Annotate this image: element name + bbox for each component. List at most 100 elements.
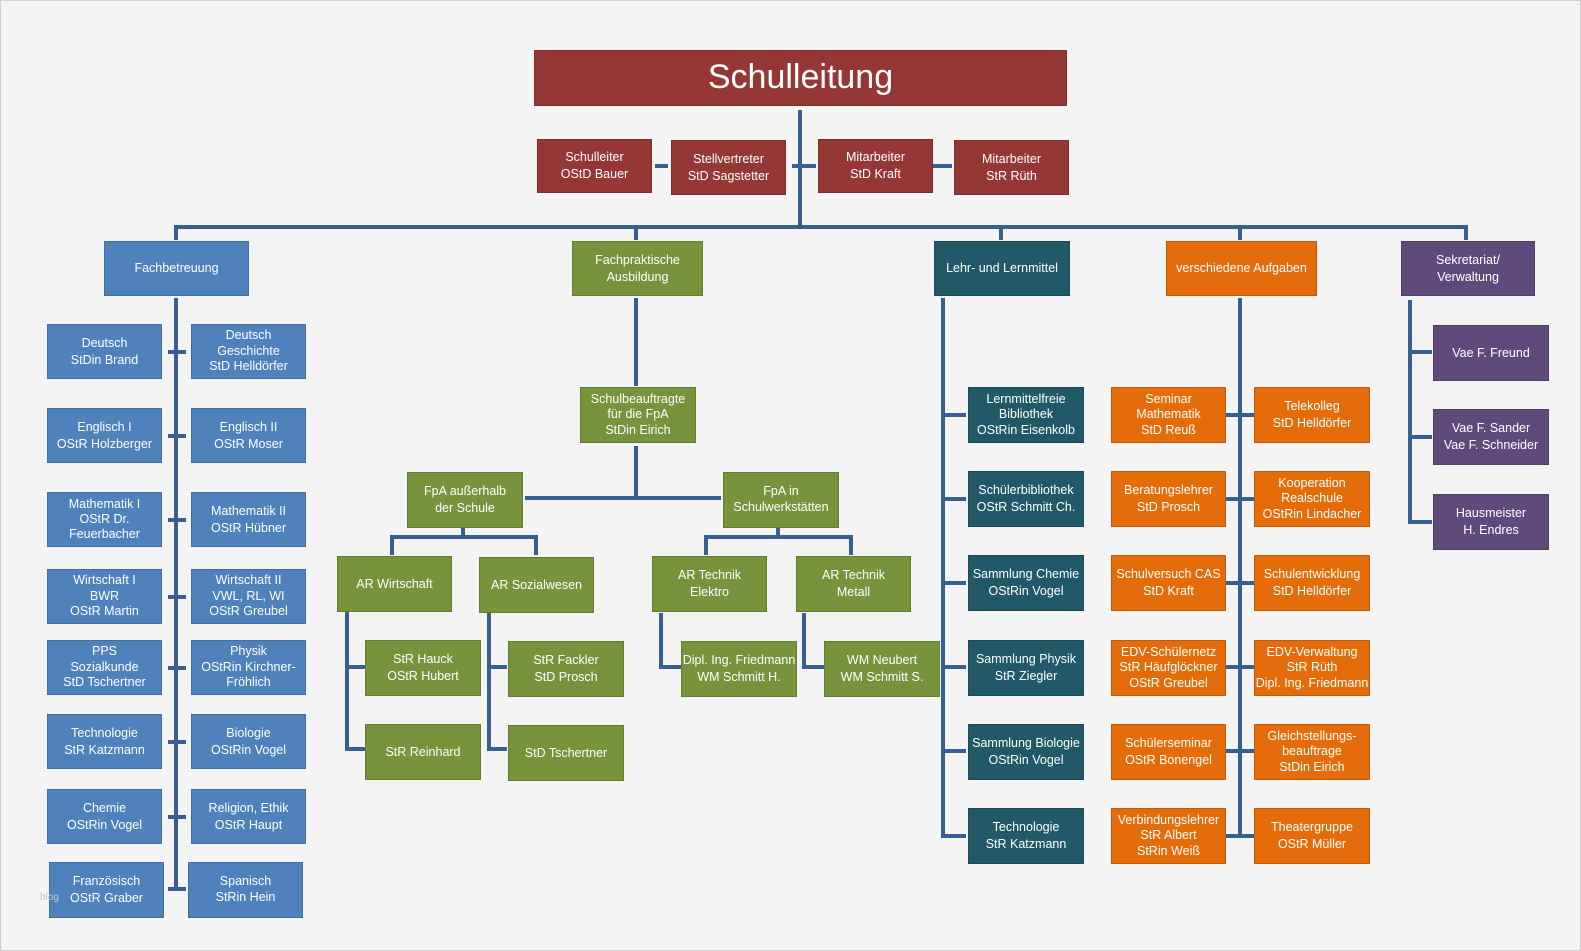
box-line: OStR Holzberger: [56, 436, 153, 451]
box-line: Geschichte: [217, 343, 280, 358]
fpa-box-ar-sozialwesen: AR Sozialwesen: [479, 557, 594, 613]
leader-box-mitarbeiter-rueth: Mitarbeiter StR Rüth: [954, 140, 1069, 195]
box-line: AR Technik: [678, 568, 741, 583]
box-line: OStR Haupt: [214, 817, 283, 832]
lernmittel-box-bibliothek: Lernmittelfreie Bibliothek OStRin Eisenk…: [968, 387, 1084, 443]
box-line: StR Rüth: [1286, 660, 1338, 675]
box-line: Religion, Ethik: [208, 800, 289, 815]
box-line: StDin Brand: [70, 352, 139, 367]
fach-box-mathematik-2: Mathematik II OStR Hübner: [191, 492, 306, 547]
box-line: Gleichstellungs-: [1267, 728, 1357, 743]
fach-box-spanisch: Spanisch StRin Hein: [188, 862, 303, 918]
box-line: Sammlung Biologie: [972, 736, 1080, 751]
department-fachpraktische-ausbildung: Fachpraktische Ausbildung: [572, 241, 703, 296]
fach-box-chemie: Chemie OStRin Vogel: [47, 789, 162, 844]
box-line: EDV-Verwaltung: [1266, 644, 1358, 659]
leader-box-stellvertreter: Stellvertreter StD Sagstetter: [671, 140, 786, 195]
box-line: StR Katzmann: [64, 742, 145, 757]
box-line: Schulwerkstätten: [733, 500, 829, 514]
fpa-box-neubert-schmitt: WM Neubert WM Schmitt S.: [824, 641, 940, 697]
box-line: PPS: [91, 644, 117, 659]
fach-box-wirtschaft-1: Wirtschaft I BWR OStR Martin: [47, 569, 162, 624]
box-line: StR Fackler: [533, 653, 599, 668]
box-line: Deutsch: [225, 328, 272, 343]
schulleitung-title: Schulleitung: [707, 58, 894, 97]
box-line: Elektro: [690, 585, 729, 599]
box-line: OStR Dr.: [79, 512, 130, 526]
box-line: Dipl. Ing. Friedmann: [682, 653, 796, 668]
box-line: OStR Graber: [70, 891, 143, 905]
lernmittel-box-sammlung-biologie: Sammlung Biologie OStRin Vogel: [968, 724, 1084, 780]
fpa-box-schulwerkstaetten: FpA in Schulwerkstätten: [723, 472, 839, 528]
box-line: Sekretariat/: [1436, 252, 1500, 267]
schulleitung-box: Schulleitung: [534, 50, 1067, 106]
department-fachbetreuung: Fachbetreuung: [104, 241, 249, 296]
leader-box-schulleiter: Schulleiter OStD Bauer: [537, 139, 652, 193]
box-line: StD Helldörfer: [1272, 416, 1352, 430]
box-line: AR Technik: [822, 568, 885, 583]
box-line: BWR: [89, 588, 120, 603]
box-line: FpA außerhalb: [424, 484, 506, 499]
box-line: Beratungslehrer: [1124, 483, 1213, 498]
department-sekretariat-verwaltung: Sekretariat/ Verwaltung: [1401, 241, 1535, 296]
box-line: StD Prosch: [534, 670, 598, 684]
box-line: OStR Schmitt Ch.: [976, 500, 1076, 514]
box-line: Wirtschaft I: [73, 573, 136, 588]
box-line: Mitarbeiter: [845, 150, 906, 165]
box-line: StD Reuß: [1141, 422, 1196, 437]
box-line: StD Tschertner: [524, 745, 608, 760]
lernmittel-box-sammlung-chemie: Sammlung Chemie OStRin Vogel: [968, 555, 1084, 611]
fach-box-religion-ethik: Religion, Ethik OStR Haupt: [191, 789, 306, 844]
box-line: StR Reinhard: [385, 744, 461, 759]
aufgaben-box-verbindungslehrer: Verbindungslehrer StR Albert StRin Weiß: [1111, 808, 1226, 864]
box-line: Metall: [836, 585, 871, 599]
box-line: Verbindungslehrer: [1117, 812, 1220, 827]
box-line: StR Rüth: [986, 168, 1037, 183]
box-line: StD Kraft: [850, 167, 901, 181]
box-line: Fröhlich: [226, 675, 271, 690]
box-line: Theatergruppe: [1270, 820, 1353, 835]
lernmittel-box-sammlung-physik: Sammlung Physik StR Ziegler: [968, 640, 1084, 696]
box-line: AR Wirtschaft: [356, 576, 433, 591]
box-line: Schulleiter: [565, 150, 624, 165]
watermark-text: blog: [40, 892, 59, 903]
aufgaben-box-schuelerseminar: Schülerseminar OStR Bonengel: [1111, 724, 1226, 780]
box-line: StDin Eirich: [605, 422, 671, 437]
box-line: Schülerbibliothek: [978, 483, 1074, 498]
box-line: Mathematik: [1136, 407, 1201, 422]
box-line: Kooperation: [1278, 475, 1346, 490]
fach-box-wirtschaft-2: Wirtschaft II VWL, RL, WI OStR Greubel: [191, 569, 306, 624]
aufgaben-box-edv-schuelernetz: EDV-Schülernetz StR Häufglöckner OStR Gr…: [1111, 640, 1226, 696]
box-line: StR Katzmann: [985, 837, 1067, 851]
box-line: Fachpraktische: [595, 252, 680, 267]
leader-box-mitarbeiter-kraft: Mitarbeiter StD Kraft: [818, 139, 933, 193]
box-line: Wirtschaft II: [215, 573, 282, 588]
box-line: VWL, RL, WI: [212, 588, 285, 603]
box-line: OStR Hubert: [387, 669, 459, 683]
box-line: Schulbeauftragte: [590, 391, 686, 406]
box-line: StD Sagstetter: [687, 168, 770, 183]
box-line: StRin Weiß: [1137, 843, 1200, 858]
box-line: Schülerseminar: [1125, 736, 1212, 751]
box-line: StD Helldörfer: [1272, 584, 1352, 598]
box-line: WM Schmitt H.: [697, 670, 781, 684]
box-line: Lehr- und Lernmittel: [946, 261, 1058, 276]
box-line: Mitarbeiter: [981, 151, 1042, 166]
aufgaben-box-seminar-mathematik: Seminar Mathematik StD Reuß: [1111, 387, 1226, 443]
box-line: OStR Greubel: [1129, 675, 1208, 690]
box-line: OStR Moser: [214, 436, 283, 451]
box-line: Realschule: [1281, 491, 1343, 506]
box-line: Vae F. Sander: [1451, 421, 1531, 436]
box-line: der Schule: [435, 501, 495, 515]
fpa-box-ar-wirtschaft: AR Wirtschaft: [337, 556, 452, 612]
box-line: Englisch I: [77, 419, 132, 434]
box-line: Chemie: [82, 800, 127, 815]
box-line: Englisch II: [219, 419, 278, 434]
fpa-box-hauck-hubert: StR Hauck OStR Hubert: [365, 640, 481, 696]
box-line: Verwaltung: [1437, 269, 1499, 284]
box-line: Vae F. Freund: [1452, 345, 1530, 360]
box-line: OStRin Vogel: [988, 753, 1064, 767]
fach-box-englisch-2: Englisch II OStR Moser: [191, 408, 306, 463]
box-line: FpA in: [763, 484, 799, 499]
box-line: Hausmeister: [1455, 506, 1527, 521]
